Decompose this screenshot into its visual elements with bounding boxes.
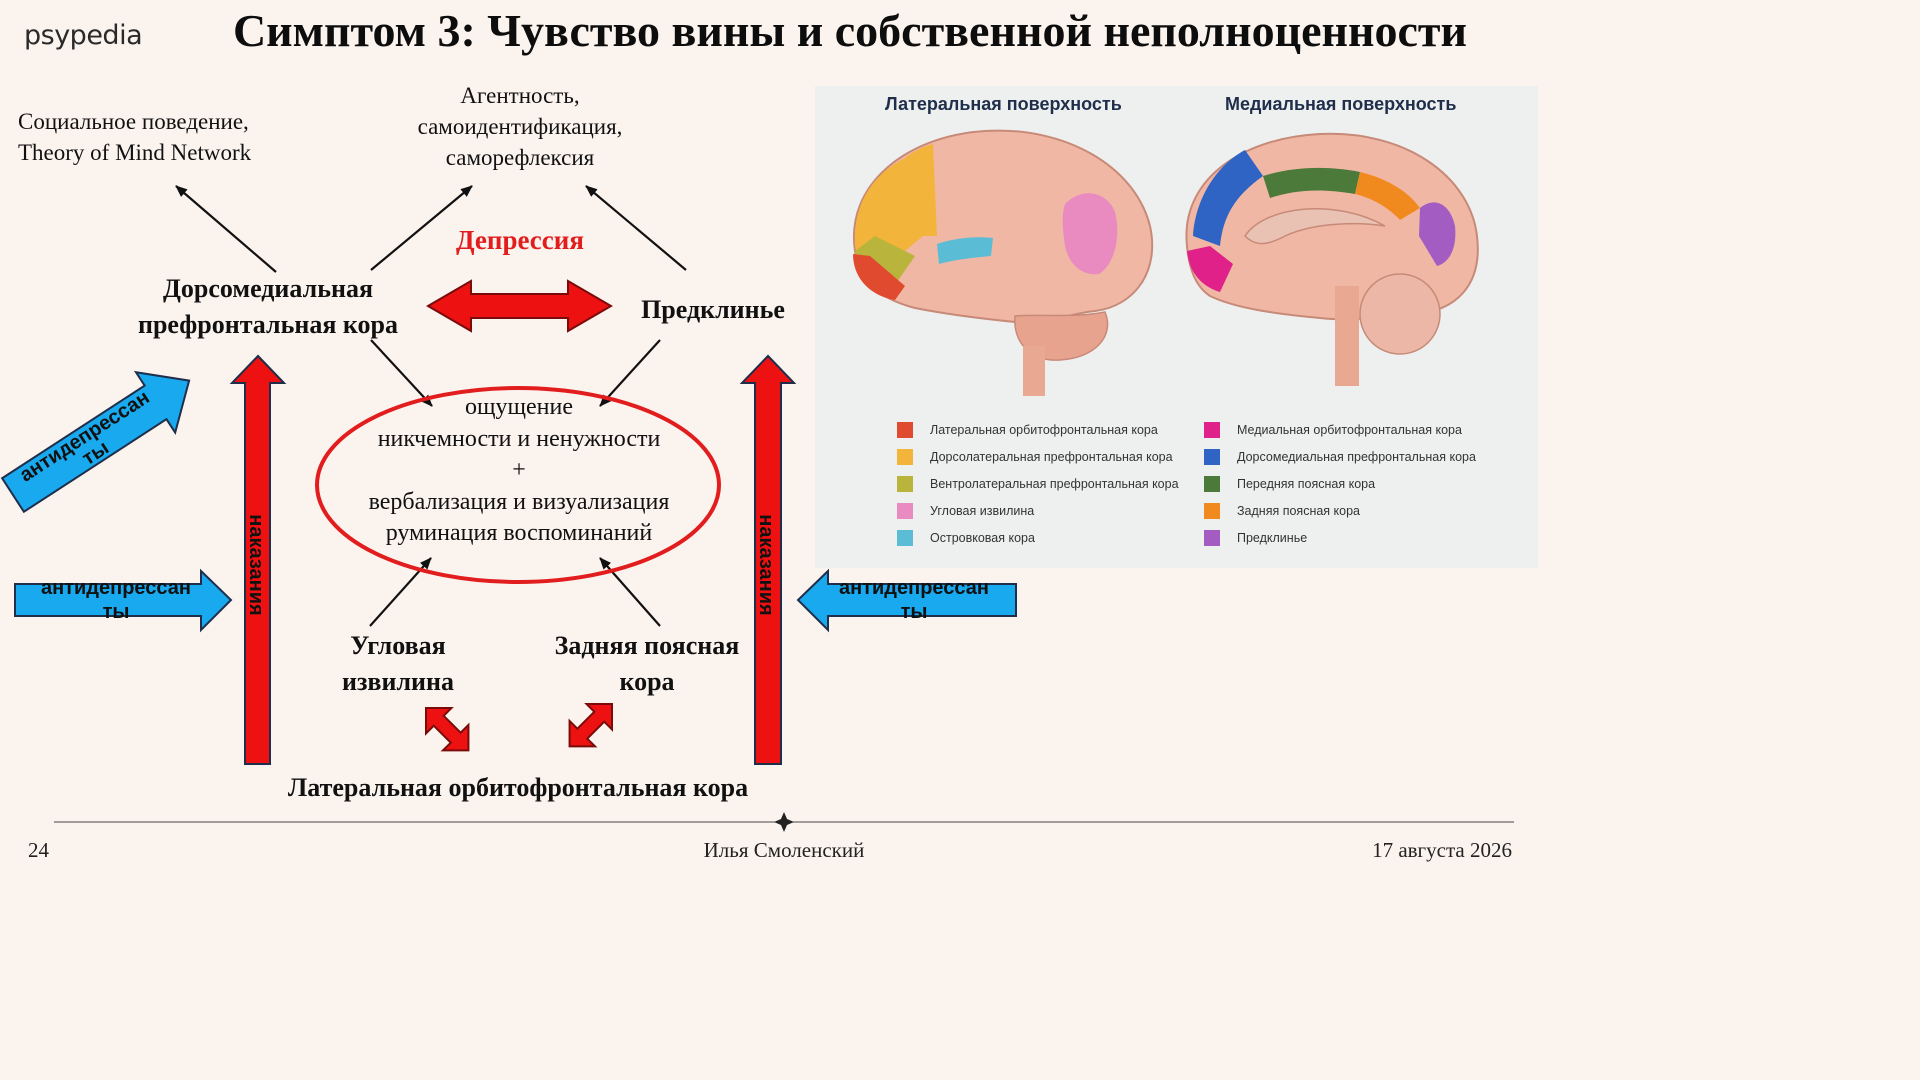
swatch-icon: [1204, 448, 1220, 465]
agency-label: Агентность, самоидентификация, саморефле…: [380, 80, 660, 173]
author: Илья Смоленский: [703, 838, 865, 862]
swatch-icon: [1204, 475, 1220, 492]
legend-item-lateral-ofc: Латеральная орбитофронтальная кора: [897, 416, 1179, 443]
legend-label: Предклинье: [1237, 530, 1308, 545]
oval-line-2: никчемности и ненужности: [377, 425, 661, 452]
arrow-pcc-to-oval: [599, 557, 661, 627]
depression-double-arrow: [426, 279, 613, 333]
legend-item-pcc: Задняя поясная кора: [1204, 497, 1476, 524]
diagram-graphics: наказания наказания антидепрессан ты ант…: [0, 185, 1514, 832]
legend-label: Вентролатеральная префронтальная кора: [930, 476, 1179, 491]
swatch-icon: [1204, 529, 1220, 546]
social-behavior-label: Социальное поведение, Theory of Mind Net…: [18, 106, 298, 168]
antidepressant-arrow-left: [14, 568, 233, 633]
oval-line-3: вербализация и визуализация: [368, 488, 670, 515]
legend-item-dlpfc: Дорсолатеральная префронтальная кора: [897, 443, 1179, 470]
legend-item-precuneus: Предклинье: [1204, 524, 1476, 551]
legend-label: Дорсомедиальная префронтальная кора: [1237, 449, 1476, 464]
swatch-icon: [1204, 421, 1220, 438]
rumination-oval: [315, 386, 721, 584]
legend-item-vlpfc: Вентролатеральная префронтальная кора: [897, 470, 1179, 497]
brain-illustration-panel: Латеральная поверхность Медиальная повер…: [815, 86, 1538, 568]
lateral-brain-image: [852, 129, 1154, 396]
social-line-2: Theory of Mind Network: [18, 140, 252, 165]
swatch-icon: [897, 421, 913, 438]
dmpfc-label: Дорсомедиальная префронтальная кора: [100, 271, 436, 343]
antidepressant-label-left-2: ты: [103, 601, 130, 623]
depression-label: Депрессия: [456, 225, 584, 255]
lateral-surface-title: Латеральная поверхность: [885, 94, 1122, 114]
pcc-line-1: Задняя поясная: [554, 631, 740, 660]
arrow-dmpfc-to-agency: [370, 185, 473, 271]
legend-item-insula: Островковая кора: [897, 524, 1179, 551]
legend-label: Угловая извилина: [930, 503, 1035, 518]
legend-item-dmpfc: Дорсомедиальная префронтальная кора: [1204, 443, 1476, 470]
arrow-dmpfc-to-social: [175, 185, 277, 273]
date: 17 августа 2026: [1372, 838, 1512, 862]
antidepressant-label-right-2: ты: [901, 601, 928, 623]
legend-label: Дорсолатеральная префронтальная кора: [930, 449, 1173, 464]
social-line-1: Социальное поведение,: [18, 109, 249, 134]
agency-line-2: самоидентификация,: [417, 114, 623, 139]
pcc-label: Задняя поясная кора: [536, 628, 758, 700]
antidepressant-arrow-right: [796, 568, 1017, 633]
lofc-label: Латеральная орбитофронтальная кора: [287, 773, 749, 802]
medial-surface-title: Медиальная поверхность: [1225, 94, 1457, 114]
legend-label: Латеральная орбитофронтальная кора: [930, 422, 1158, 437]
legend-label: Медиальная орбитофронтальная кора: [1237, 422, 1462, 437]
swatch-icon: [897, 475, 913, 492]
oval-text: ощущение никчемности и ненужности + верб…: [330, 392, 708, 550]
slide-title: Симптом 3: Чувство вины и собственной не…: [232, 5, 1468, 56]
punishment-label-left: наказания: [245, 514, 267, 615]
pcc-line-2: кора: [619, 667, 675, 696]
angular-lofc-double-arrow: [425, 707, 470, 752]
legend-label: Островковая кора: [930, 530, 1035, 545]
oval-plus: +: [512, 457, 526, 483]
precuneus-label: Предклинье: [641, 295, 785, 324]
swatch-icon: [897, 448, 913, 465]
page-number: 24: [28, 838, 49, 862]
oval-line-4: руминация воспоминаний: [385, 520, 653, 546]
angular-line-1: Угловая: [350, 631, 446, 660]
swatch-icon: [897, 529, 913, 546]
agency-line-1: Агентность,: [460, 83, 580, 108]
legend-item-mofc: Медиальная орбитофронтальная кора: [1204, 416, 1476, 443]
angular-gyrus-label: Угловая извилина: [300, 628, 496, 700]
brain-drawings: [852, 129, 1479, 396]
angular-line-2: извилина: [342, 667, 454, 696]
punishment-arrow-left: [229, 354, 287, 765]
legend-label: Передняя поясная кора: [1237, 476, 1376, 491]
legend-item-angular: Угловая извилина: [897, 497, 1179, 524]
footer-star-ornament: [774, 812, 794, 832]
arrow-dmpfc-to-oval: [370, 339, 433, 407]
lateral-legend: Латеральная орбитофронтальная кора Дорсо…: [897, 416, 1179, 551]
dmpfc-line-2: префронтальная кора: [137, 310, 399, 339]
legend-item-acc: Передняя поясная кора: [1204, 470, 1476, 497]
arrow-precuneus-to-oval: [599, 339, 661, 407]
medial-brain-image: [1185, 132, 1479, 386]
antidepressant-arrow-diagonal: антидепрессан ты: [0, 370, 191, 514]
swatch-icon: [1204, 502, 1220, 519]
oval-line-1: ощущение: [465, 394, 573, 420]
legend-label: Задняя поясная кора: [1237, 503, 1361, 518]
antidepressant-label-left-1: антидепрессан: [41, 577, 191, 599]
dmpfc-line-1: Дорсомедиальная: [162, 274, 374, 303]
antidepressant-label-right-1: антидепрессан: [839, 577, 989, 599]
swatch-icon: [897, 502, 913, 519]
agency-line-3: саморефлексия: [445, 145, 595, 170]
punishment-label-right: наказания: [755, 514, 777, 615]
arrow-precuneus-to-agency: [585, 185, 687, 271]
medial-legend: Медиальная орбитофронтальная кора Дорсом…: [1204, 416, 1476, 551]
logo: psypedia: [24, 20, 143, 51]
pcc-lofc-double-arrow: [568, 703, 613, 748]
punishment-arrow-right: [739, 354, 797, 765]
